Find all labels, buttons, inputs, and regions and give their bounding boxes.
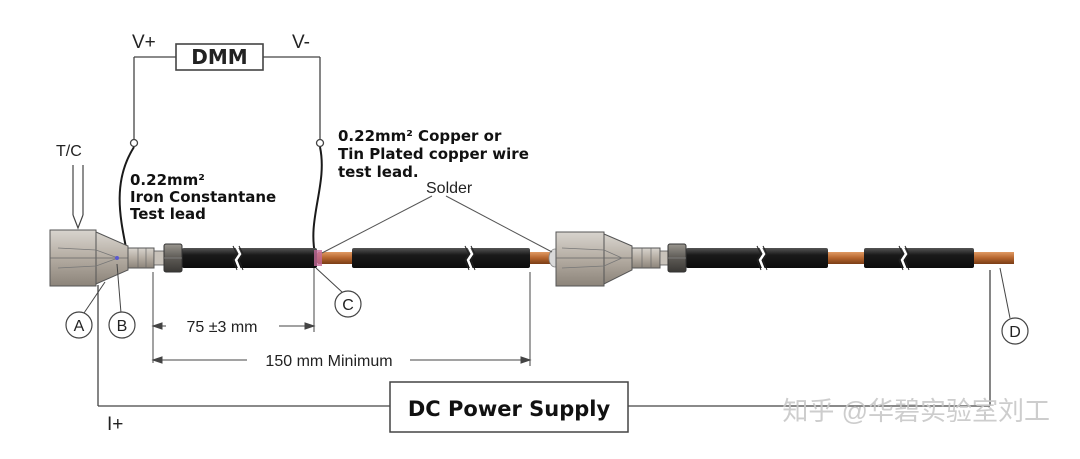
copper-lead-wire [312, 146, 323, 259]
copper-lead-line-3: test lead. [338, 163, 419, 181]
callout-leaders [83, 263, 1011, 319]
iron-lead-line-3: Test lead [130, 205, 206, 223]
callout-d: D [1001, 317, 1029, 345]
v-minus-terminal [315, 138, 325, 148]
cable-segment-2 [352, 248, 530, 268]
copper-lead-line-1: 0.22mm² Copper or [338, 127, 502, 145]
callout-a: A [65, 311, 93, 339]
v-plus-label: V+ [132, 32, 156, 53]
dmm-circuit [133, 56, 321, 140]
callout-a-label: A [74, 318, 85, 335]
left-fitting [49, 229, 183, 287]
thermocouple-probe [72, 165, 84, 230]
solder-leaders [321, 195, 553, 254]
cable-segment-4 [864, 248, 974, 268]
i-plus-label: I+ [107, 414, 123, 435]
copper-conductor-3 [828, 252, 864, 264]
v-plus-terminal [129, 138, 139, 148]
watermark-text: 知乎 @华碧实验室刘工 [782, 396, 1050, 426]
callout-c: C [334, 290, 362, 318]
solder-joint [314, 250, 322, 266]
copper-conductor-1 [318, 252, 352, 264]
dmm-box [175, 43, 264, 71]
callout-b-label: B [117, 318, 128, 335]
tc-label: T/C [56, 143, 82, 160]
v-minus-label: V- [292, 32, 310, 53]
dimension-150mm [151, 272, 532, 366]
dimension-75mm [151, 268, 316, 363]
cable-segment-3 [686, 248, 828, 268]
callout-b: B [108, 311, 136, 339]
solder-label: Solder [426, 180, 473, 197]
cable-assembly [49, 229, 1014, 287]
callout-c-label: C [342, 297, 354, 314]
middle-fitting [555, 231, 687, 287]
dim-150-label: 150 mm Minimum [265, 353, 392, 370]
copper-lead-line-2: Tin Plated copper wire [338, 145, 529, 163]
current-circuit [97, 270, 991, 407]
copper-conductor-end [974, 252, 1014, 264]
callout-d-label: D [1009, 324, 1021, 341]
iron-lead-line-1: 0.22mm² [130, 171, 205, 189]
dim-75-label: 75 ±3 mm [186, 319, 257, 336]
dc-power-supply-box [389, 381, 629, 433]
dmm-label: DMM [191, 45, 247, 69]
dc-power-supply-label: DC Power Supply [408, 397, 611, 421]
iron-lead-line-2: Iron Constantane [130, 188, 276, 206]
cable-segment-1 [182, 248, 317, 268]
